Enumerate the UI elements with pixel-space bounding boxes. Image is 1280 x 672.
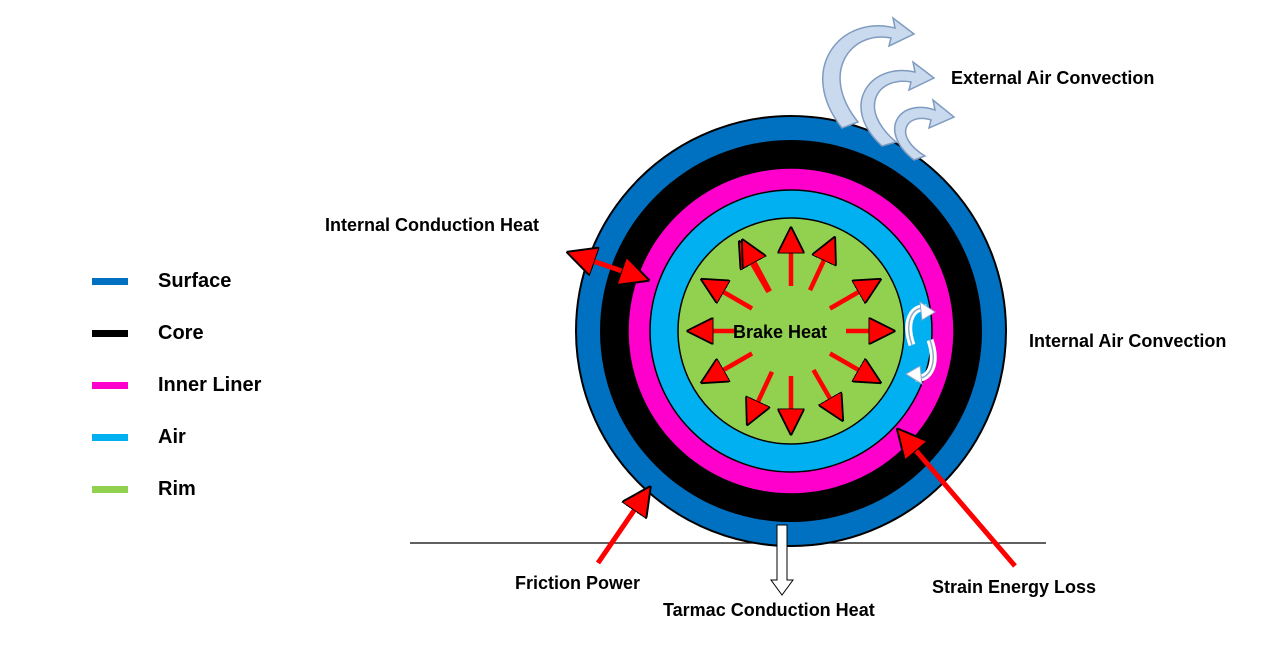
brake-heat-arrow — [807, 240, 833, 292]
legend-item-surface: Surface — [92, 255, 261, 307]
brake-heat-arrow — [704, 351, 754, 382]
legend-swatch-inner-liner — [92, 381, 128, 389]
legend-item-rim: Rim — [92, 463, 261, 515]
rim-layer — [677, 217, 905, 445]
legend-label: Core — [158, 321, 204, 344]
brake-heat-arrow — [704, 281, 754, 311]
brake-heat-arrow — [744, 243, 772, 293]
brake-heat-arrows — [691, 231, 891, 431]
friction-power-arrow — [595, 490, 648, 565]
brake-heat-arrow — [828, 351, 878, 382]
legend-item-inner-liner: Inner Liner — [92, 359, 261, 411]
legend-item-core: Core — [92, 307, 261, 359]
legend-swatch-core — [92, 329, 128, 337]
tarmac-conduction-arrow — [770, 524, 794, 596]
tarmac-conduction-heat-label: Tarmac Conduction Heat — [663, 600, 875, 620]
strain-energy-loss-label: Strain Energy Loss — [932, 577, 1097, 597]
brake-heat-label: Brake Heat — [733, 322, 828, 342]
brake-heat-arrow — [811, 368, 842, 418]
external-air-convection-label: External Air Convection — [951, 68, 1155, 88]
strain-energy-arrow — [900, 432, 1017, 568]
internal-conduction-heat-label: Internal Conduction Heat — [325, 215, 540, 235]
brake-heat-arrow — [828, 281, 878, 311]
legend-item-air: Air — [92, 411, 261, 463]
external-convection-icon — [822, 16, 956, 161]
legend-label: Inner Liner — [158, 373, 262, 396]
friction-power-label: Friction Power — [515, 573, 641, 593]
legend-swatch-air — [92, 433, 128, 441]
internal-air-convection-label: Internal Air Convection — [1029, 331, 1227, 351]
brake-heat-arrow — [749, 370, 775, 422]
legend: Surface Core Inner Liner Air Rim — [92, 255, 261, 515]
legend-label: Air — [158, 425, 186, 448]
legend-label: Rim — [158, 477, 196, 500]
legend-swatch-rim — [92, 485, 128, 493]
legend-label: Surface — [158, 269, 232, 292]
internal-convection-icon — [905, 300, 937, 385]
internal-conduction-arrow — [590, 260, 645, 279]
legend-swatch-surface — [92, 277, 128, 285]
